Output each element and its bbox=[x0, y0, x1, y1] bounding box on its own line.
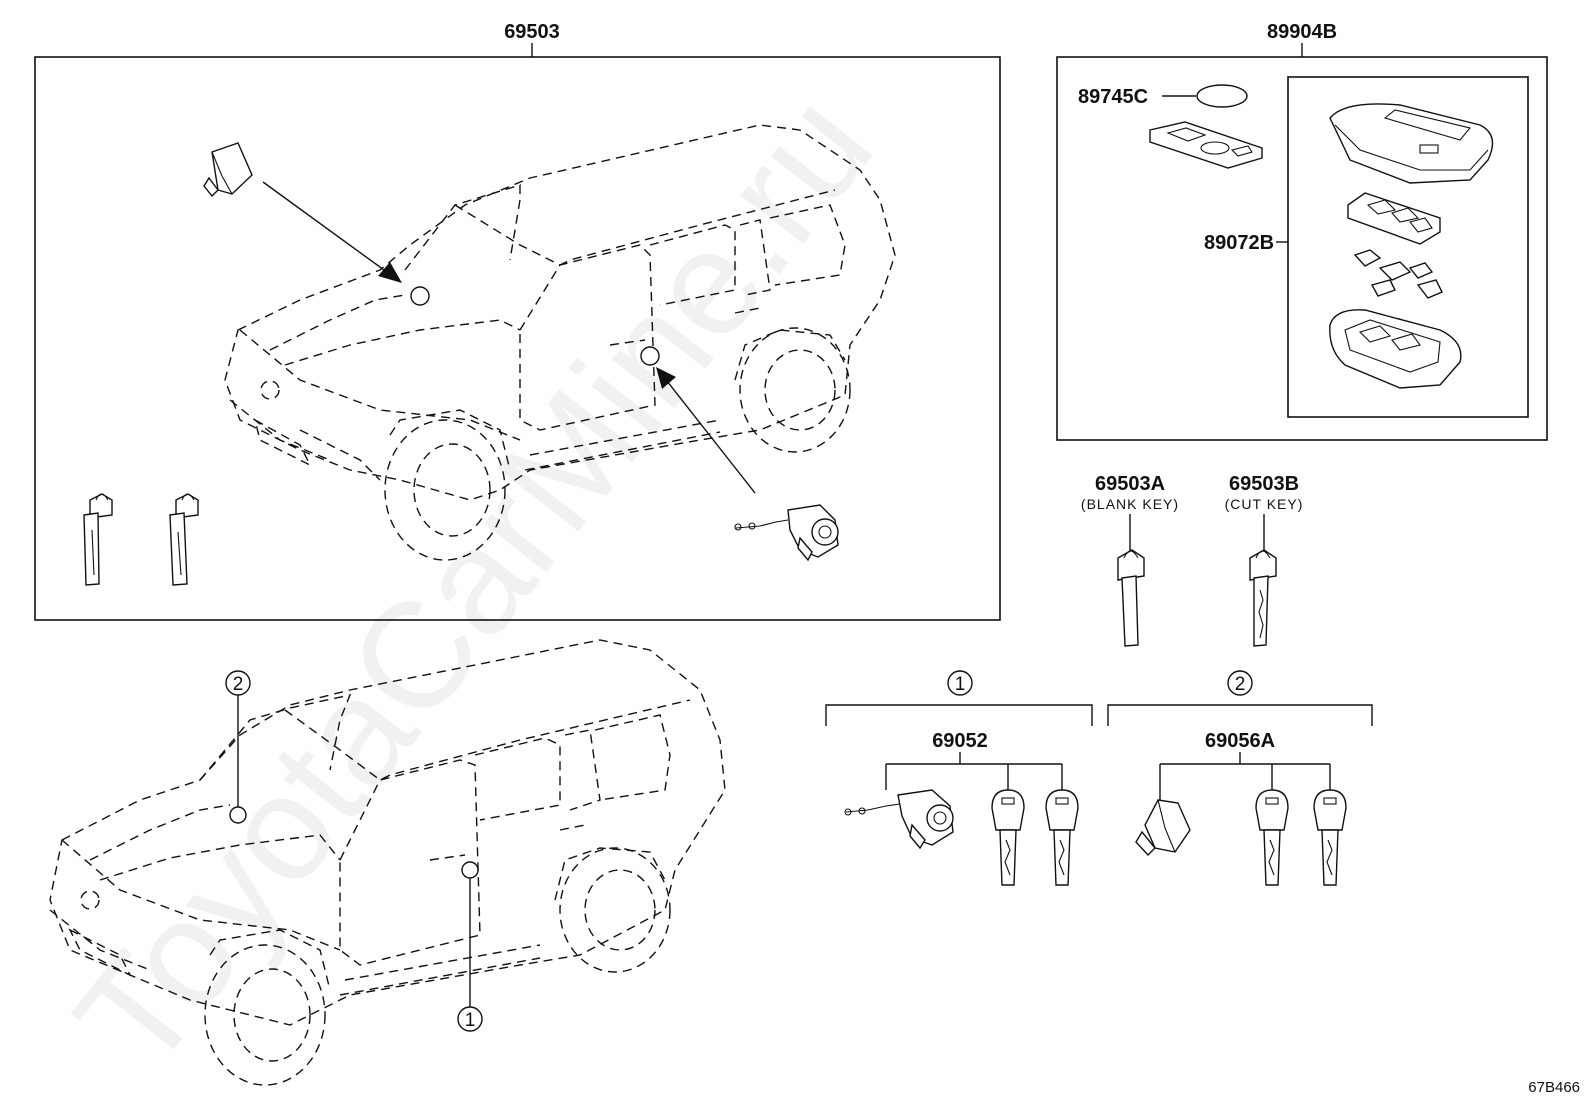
callout-2: 2 bbox=[1235, 674, 1246, 695]
label-89904B: 89904B bbox=[1267, 21, 1337, 43]
hood-lock-cylinder-part bbox=[203, 142, 253, 198]
group-69056A: 2 69056A bbox=[1107, 670, 1373, 886]
label-69503B: 69503B bbox=[1229, 473, 1299, 495]
hood-lock-cylinder-69056A bbox=[1135, 799, 1191, 857]
master-key-69052-a bbox=[991, 789, 1025, 886]
fob-lower-case-part bbox=[1329, 309, 1462, 389]
box-89904B bbox=[1056, 56, 1548, 441]
blank-key-part bbox=[1117, 549, 1145, 647]
blank-key-right bbox=[169, 493, 199, 586]
fob-button-pieces-part bbox=[1353, 249, 1443, 299]
group-69503: 69503 bbox=[34, 21, 1001, 621]
label-69052: 69052 bbox=[932, 730, 988, 752]
door-lock-cylinder-69052 bbox=[844, 789, 954, 850]
callout-1: 1 bbox=[955, 674, 966, 695]
group-69503B: 69503B (CUT KEY) bbox=[1225, 473, 1304, 647]
note-cut-key: (CUT KEY) bbox=[1225, 496, 1304, 512]
group-69052: 1 69052 bbox=[825, 670, 1093, 886]
master-key-69056A-a bbox=[1255, 789, 1289, 886]
vehicle-top-drawing bbox=[224, 124, 896, 561]
svg-text:1: 1 bbox=[465, 1010, 476, 1031]
fob-upper-case-part bbox=[1329, 103, 1494, 184]
note-blank-key: (BLANK KEY) bbox=[1081, 496, 1179, 512]
door-lock-position-bottom bbox=[461, 861, 479, 879]
box-89072B bbox=[1287, 76, 1529, 418]
watermark-text: ToyotaCarMine.ru bbox=[43, 63, 904, 1099]
blank-key-left bbox=[83, 493, 113, 586]
svg-text:2: 2 bbox=[233, 674, 244, 695]
master-key-69052-b bbox=[1045, 789, 1079, 886]
box-69503 bbox=[34, 56, 1001, 621]
battery-part bbox=[1196, 84, 1248, 108]
arrow-hood-lock bbox=[262, 181, 430, 306]
master-key-69056A-b bbox=[1313, 789, 1347, 886]
callout-2-vehicle: 2 bbox=[225, 670, 251, 824]
cut-key-part bbox=[1249, 549, 1277, 647]
hood-lock-position bbox=[410, 286, 430, 306]
group-69503A: 69503A (BLANK KEY) bbox=[1081, 473, 1179, 647]
diagram-code: 67B466 bbox=[1528, 1079, 1580, 1096]
door-lock-cylinder-part bbox=[734, 504, 839, 562]
door-lock-position bbox=[640, 346, 660, 366]
group-89904B: 89904B 89745C 89072B bbox=[1056, 21, 1548, 441]
fob-button-pad-part bbox=[1347, 192, 1441, 245]
label-89072B: 89072B bbox=[1204, 232, 1274, 254]
label-69503: 69503 bbox=[504, 21, 560, 43]
circuit-board-part bbox=[1149, 121, 1263, 169]
label-69503A: 69503A bbox=[1095, 473, 1165, 495]
arrow-door-lock bbox=[640, 346, 756, 494]
vehicle-bottom-drawing bbox=[49, 639, 726, 1086]
label-89745C: 89745C bbox=[1078, 86, 1148, 108]
hood-lock-position-bottom bbox=[229, 806, 247, 824]
label-69056A: 69056A bbox=[1205, 730, 1275, 752]
callout-1-vehicle: 1 bbox=[457, 861, 483, 1032]
